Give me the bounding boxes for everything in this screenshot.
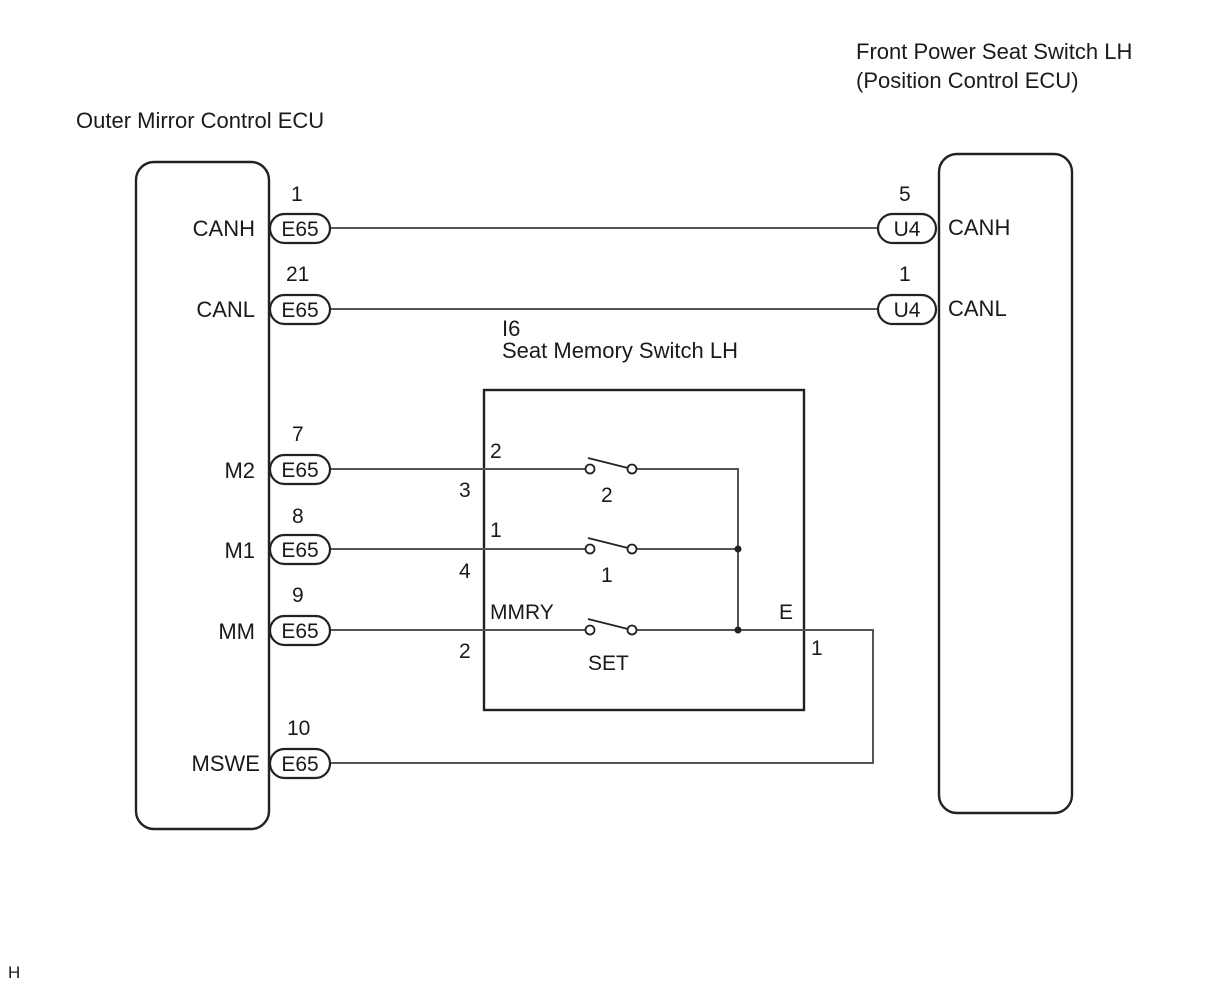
wires — [330, 227, 878, 764]
seat-memory-pin: 3 — [459, 479, 471, 502]
connector-label: E65 — [281, 539, 318, 562]
ecu-terminal-name: MM — [218, 619, 255, 644]
ecu-pin-number: 8 — [292, 505, 304, 528]
ecu-terminal-name: CANH — [193, 216, 255, 241]
seat-switch-terminal-name: CANH — [948, 215, 1010, 240]
seat-memory-pin: 2 — [459, 640, 471, 663]
connector-e65-m2: E65 — [268, 453, 332, 486]
switch-2-label: 2 — [601, 484, 613, 507]
ecu-terminal-name: M1 — [224, 538, 255, 563]
outer-mirror-ecu-box — [134, 160, 271, 831]
seat-memory-terminal-name: E — [779, 601, 793, 624]
connector-e65-canh: E65 — [268, 212, 332, 245]
connector-e65-m1: E65 — [268, 533, 332, 566]
ecu-pin-number: 9 — [292, 584, 304, 607]
switch-set-label: SET — [588, 652, 629, 675]
switch-set — [584, 618, 638, 636]
seat-switch-title-line1: Front Power Seat Switch LH — [856, 39, 1132, 64]
seat-memory-terminal-name: MMRY — [490, 601, 554, 624]
seat-memory-terminal-name: 1 — [490, 519, 502, 542]
seat-memory-pin: 1 — [811, 637, 823, 660]
seat-switch-pin-number: 5 — [899, 183, 911, 206]
seat-memory-connector-id: I6 — [502, 316, 520, 341]
seat-switch-ecu-box — [937, 152, 1074, 815]
connector-label: E65 — [281, 620, 318, 643]
connector-label: U4 — [894, 218, 921, 241]
connector-label: E65 — [281, 218, 318, 241]
switch-1-label: 1 — [601, 564, 613, 587]
switch-1 — [584, 537, 638, 555]
connector-label: U4 — [894, 299, 921, 322]
connector-e65-mswe: E65 — [268, 747, 332, 780]
ecu-pin-number: 1 — [291, 183, 303, 206]
seat-switch-title-line2: (Position Control ECU) — [856, 68, 1079, 93]
ecu-terminal-name: M2 — [224, 458, 255, 483]
ecu-pin-number: 21 — [286, 263, 309, 286]
figure-code: H — [8, 963, 20, 982]
seat-memory-switch-title: Seat Memory Switch LH — [502, 338, 738, 363]
seat-switch-pin-number: 1 — [899, 263, 911, 286]
junction-dot — [734, 626, 742, 634]
connector-label: E65 — [281, 753, 318, 776]
wire-switch-common-vertical — [632, 468, 739, 630]
outer-mirror-ecu-title: Outer Mirror Control ECU — [76, 108, 324, 133]
ecu-pin-number: 7 — [292, 423, 304, 446]
connector-u4-canl: U4 — [876, 293, 938, 326]
connector-label: E65 — [281, 299, 318, 322]
connector-u4-canh: U4 — [876, 212, 938, 245]
connector-e65-canl: E65 — [268, 293, 332, 326]
ecu-terminal-name: CANL — [196, 297, 255, 322]
seat-switch-terminal-name: CANL — [948, 296, 1007, 321]
seat-memory-terminal-name: 2 — [490, 440, 502, 463]
seat-memory-pin: 4 — [459, 560, 471, 583]
connector-e65-mm: E65 — [268, 614, 332, 647]
ecu-terminal-name: MSWE — [192, 751, 260, 776]
wire-mswe-ground — [330, 629, 874, 764]
ecu-pin-number: 10 — [287, 717, 310, 740]
connector-label: E65 — [281, 459, 318, 482]
junction-dot — [734, 545, 742, 553]
switch-2 — [584, 457, 638, 475]
